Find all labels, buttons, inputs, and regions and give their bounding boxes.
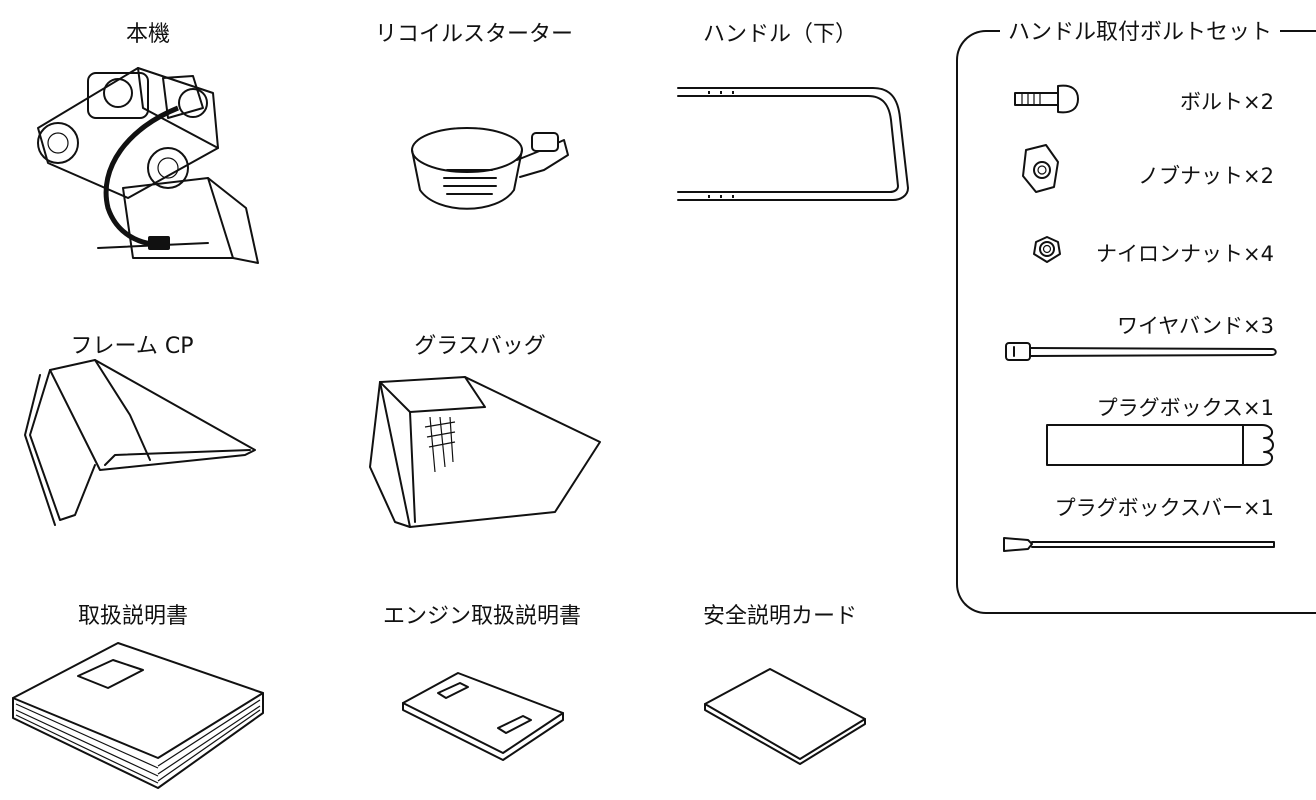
- plug-box-icon: [1044, 420, 1280, 470]
- label-engine-manual: エンジン取扱説明書: [382, 604, 582, 629]
- bolt-set-part-label: ボルト×2: [1180, 90, 1274, 114]
- label-recoil-starter: リコイルスターター: [374, 22, 574, 47]
- engine-manual-illustration: [398, 668, 568, 764]
- recoil-starter-illustration: [392, 115, 572, 225]
- label-frame-cp: フレーム CP: [70, 334, 194, 359]
- bolt-set-part-label: プラグボックス×1: [1096, 396, 1274, 420]
- label-safety-card: 安全説明カード: [702, 604, 858, 629]
- frame-cp-illustration: [20, 355, 270, 530]
- plug-box-bar-icon: [1000, 532, 1280, 558]
- label-main-unit: 本機: [125, 22, 171, 47]
- manual-book-illustration: [8, 638, 270, 800]
- label-manual: 取扱説明書: [77, 604, 189, 629]
- bolt-set-part-label: ワイヤバンド×3: [1117, 314, 1274, 338]
- label-grass-bag: グラスバッグ: [414, 334, 546, 359]
- lower-handle-illustration: [668, 78, 918, 208]
- bolt-set-title: ハンドル取付ボルトセット: [1000, 14, 1281, 46]
- lawn-mower-illustration: [18, 48, 288, 278]
- grass-bag-illustration: [355, 372, 605, 532]
- nylon-nut-icon: [1030, 234, 1064, 266]
- label-handle-lower: ハンドル（下）: [702, 22, 858, 47]
- bolt-set-part-label: プラグボックスバー×1: [1054, 496, 1274, 520]
- knob-nut-icon: [1018, 142, 1062, 196]
- wire-band-icon: [1004, 340, 1280, 364]
- safety-card-illustration: [700, 664, 870, 769]
- bolt-icon: [1010, 82, 1080, 116]
- bolt-set-part-label: ノブナット×2: [1138, 164, 1274, 188]
- bolt-set-part-label: ナイロンナット×4: [1096, 242, 1274, 266]
